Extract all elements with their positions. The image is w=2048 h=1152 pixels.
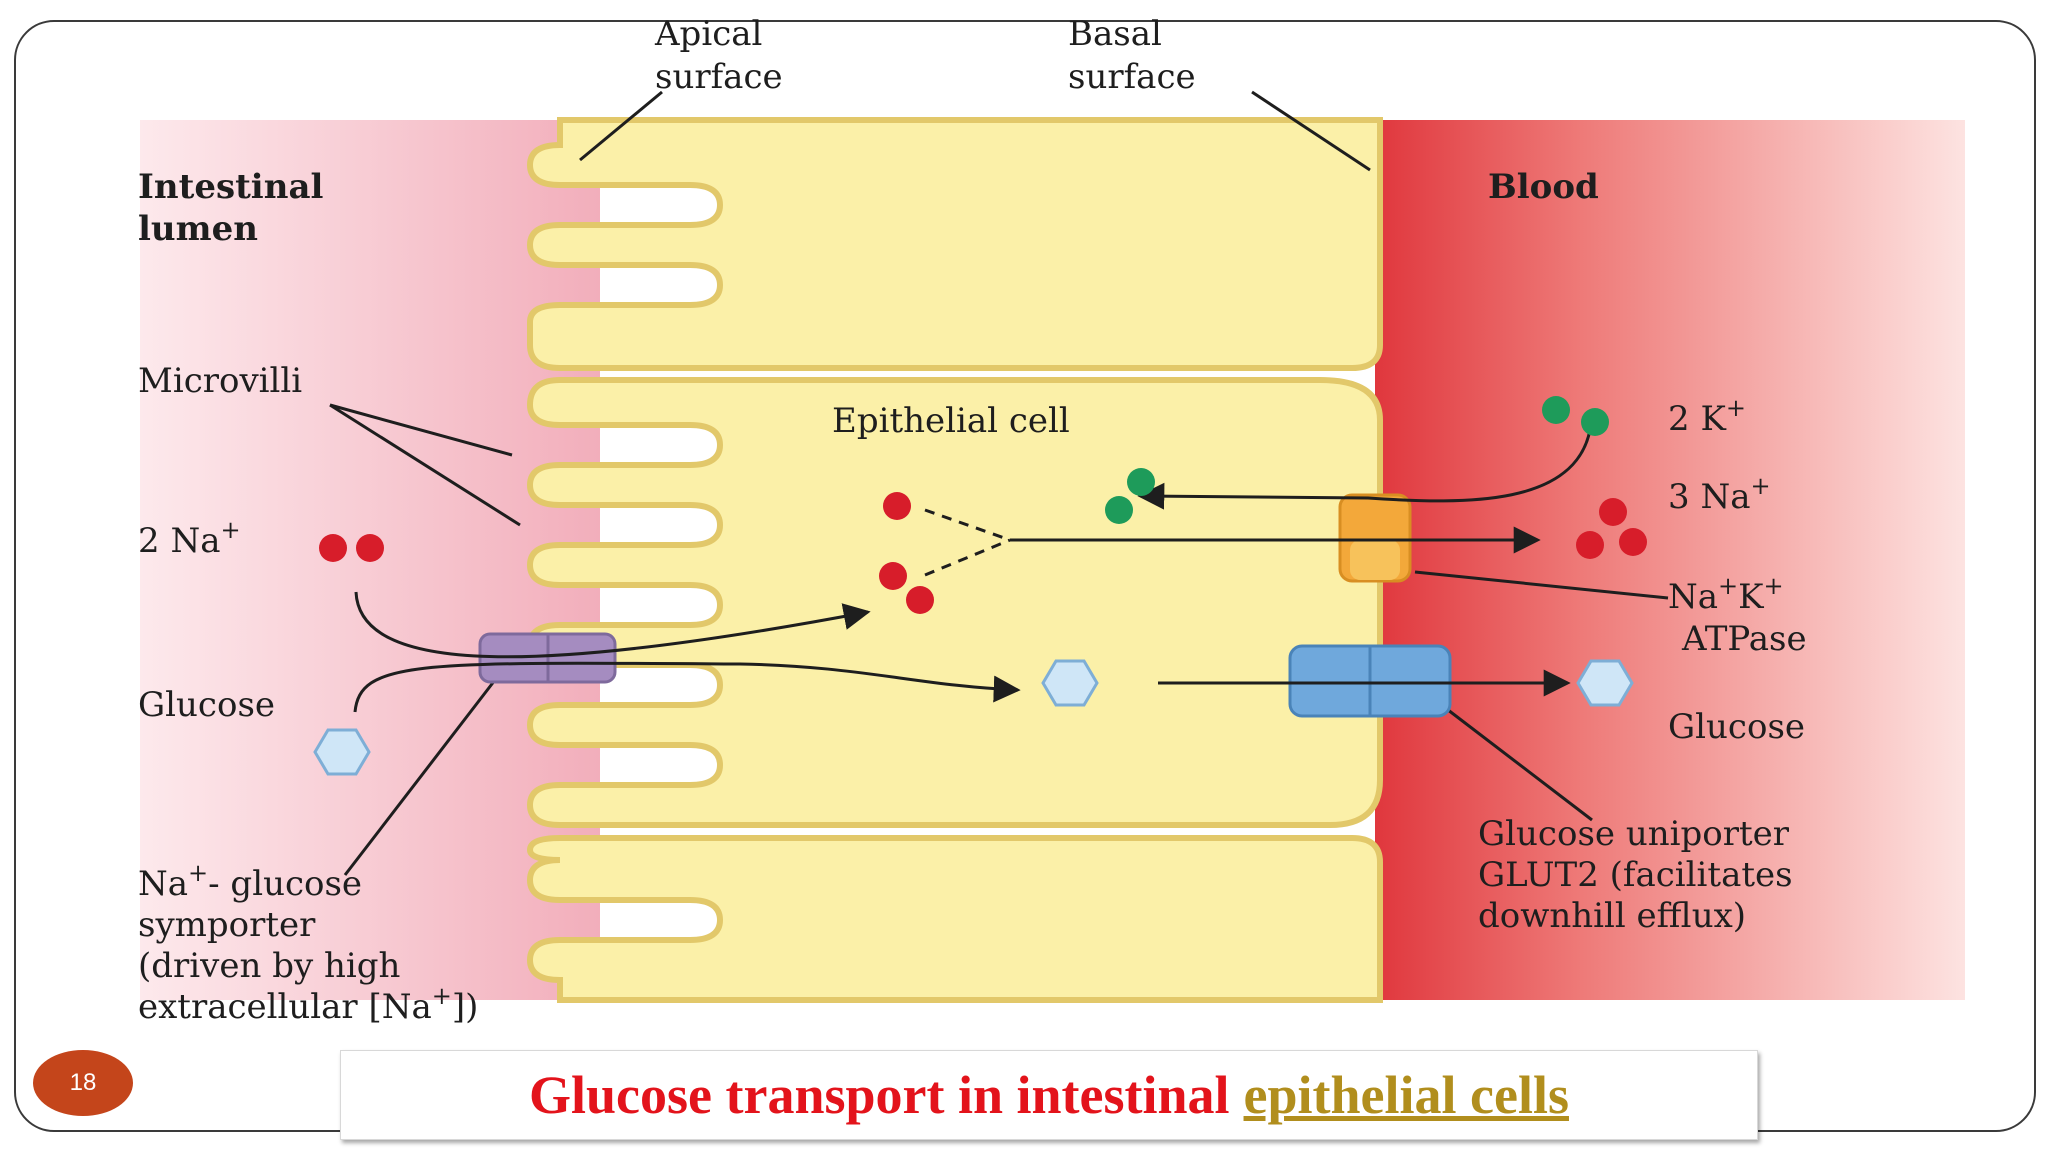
potassium-ion-icon (1105, 396, 1609, 524)
caption-box: Glucose transport in intestinal epitheli… (340, 1050, 1758, 1140)
label-na-k-atpase: Na+K+ (1668, 572, 1784, 617)
label-apical-surface: Apical (654, 14, 762, 54)
label-apical-surface-2: surface (655, 57, 783, 97)
label-glut2-line1: Glucose uniporter (1478, 814, 1790, 854)
label-symporter-line1: Na+- glucose (138, 859, 362, 904)
na-glucose-symporter (478, 632, 617, 684)
label-intestinal-lumen: Intestinal (138, 167, 323, 207)
sodium-ion-icon (319, 492, 1647, 614)
label-glut2-line3: downhill efflux) (1478, 896, 1746, 936)
slide-number-badge: 18 (33, 1050, 133, 1116)
label-intestinal-lumen-2: lumen (138, 209, 258, 249)
label-blood: Blood (1488, 167, 1599, 207)
slide-number: 18 (69, 1069, 97, 1096)
label-3-na: 3 Na+ (1668, 472, 1771, 517)
label-2-na: 2 Na+ (138, 516, 241, 561)
label-epithelial-cell: Epithelial cell (832, 401, 1070, 441)
label-symporter-line2: symporter (138, 905, 316, 945)
caption-link-epithelial-cells[interactable]: epithelial cells (1243, 1065, 1569, 1125)
caption-text: Glucose transport in intestinal (529, 1065, 1230, 1125)
transport-diagram: Apical surface Basal surface Intestinal … (138, 14, 1965, 1027)
epithelial-cell-middle (526, 377, 1383, 828)
label-atpase: ATPase (1681, 619, 1807, 659)
label-glucose-right: Glucose (1668, 707, 1805, 747)
label-glut2-line2: GLUT2 (facilitates (1478, 855, 1793, 895)
epithelial-cell-top (526, 117, 1383, 371)
glut2-uniporter (1288, 644, 1452, 718)
na-k-atpase (1338, 493, 1412, 583)
label-symporter-line3: (driven by high (138, 946, 400, 986)
label-2-k: 2 K+ (1668, 394, 1746, 439)
glucose-molecule-icon (313, 659, 1634, 776)
epithelial-cell-bottom (526, 835, 1383, 1003)
label-glucose-left: Glucose (138, 685, 275, 725)
label-basal-surface-2: surface (1068, 57, 1196, 97)
blood-region (1375, 120, 1965, 1000)
label-symporter-line4: extracellular [Na+]) (138, 982, 478, 1027)
label-basal-surface: Basal (1068, 14, 1162, 54)
label-microvilli: Microvilli (138, 361, 302, 401)
